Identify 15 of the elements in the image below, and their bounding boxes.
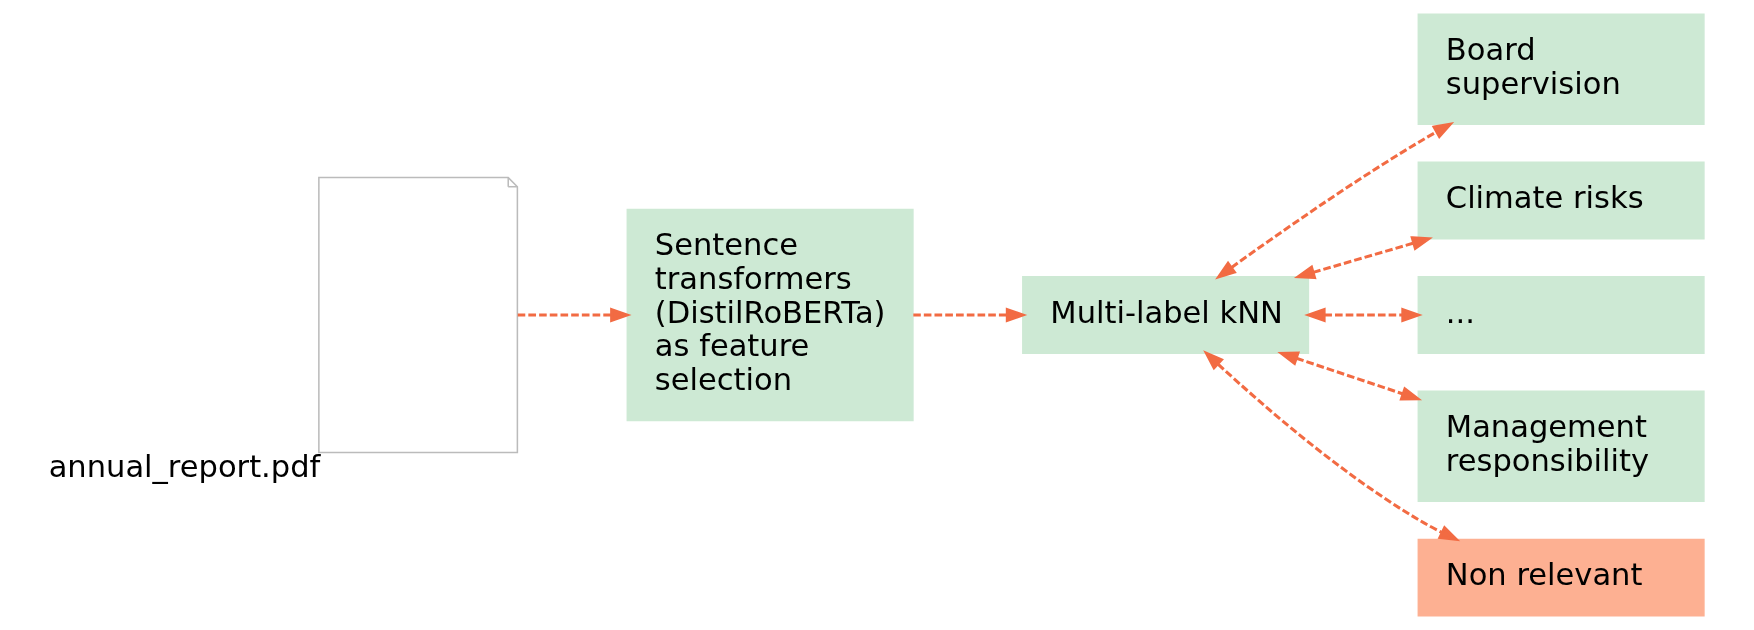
arrow <box>1203 350 1461 542</box>
node-label: annual_report.pdf <box>48 448 321 484</box>
node-box: Board supervision <box>1417 13 1705 125</box>
node-box: Multi-label kNN <box>1022 276 1310 354</box>
arrow <box>1304 307 1423 323</box>
node-box: ... <box>1417 276 1705 354</box>
arrow <box>1215 122 1455 280</box>
arrow <box>913 307 1028 323</box>
node-box: Non relevant <box>1417 538 1705 617</box>
node-box: Management responsibility <box>1417 390 1705 503</box>
arrow <box>1277 351 1423 401</box>
node-box: Climate risks <box>1417 161 1705 240</box>
node-box: Sentence transformers (DistilRoBERTa) as feature selection <box>626 208 914 422</box>
arrow <box>1293 236 1433 280</box>
arrow <box>517 307 632 323</box>
